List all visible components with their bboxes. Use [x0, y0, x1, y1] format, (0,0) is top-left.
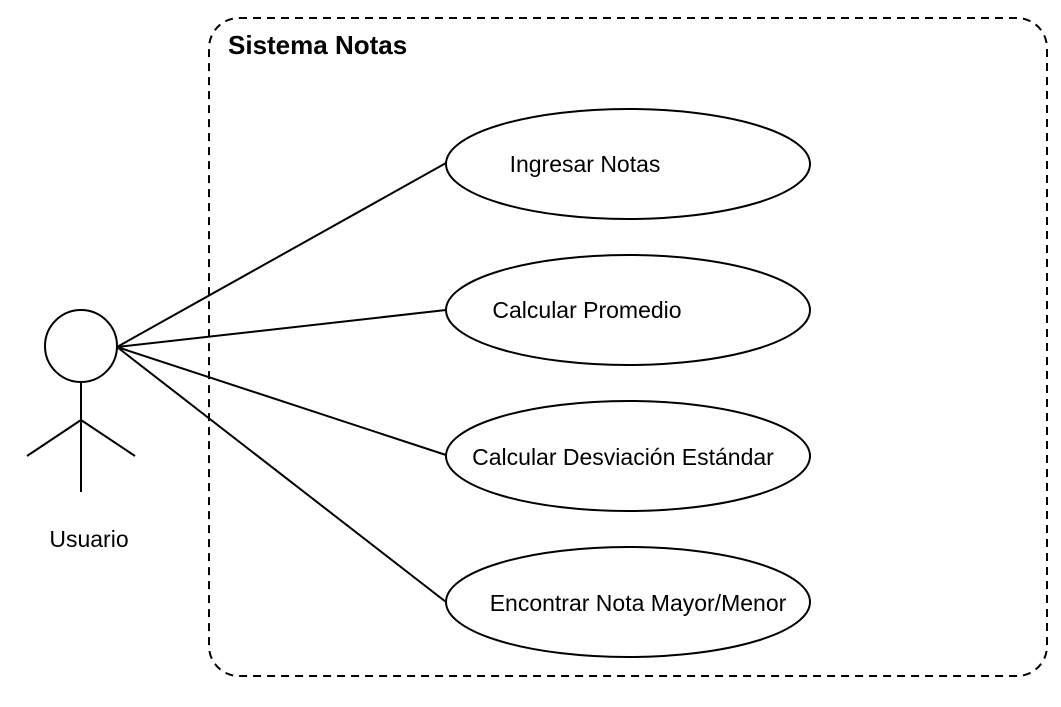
actor-head	[44, 309, 118, 383]
use-case-label: Calcular Promedio	[492, 297, 681, 323]
association-line-2	[116, 309, 447, 348]
use-case-1[interactable]: Ingresar Notas	[445, 108, 811, 220]
use-case-label: Ingresar Notas	[510, 151, 661, 177]
association-line-4	[116, 346, 447, 603]
association-line-1	[116, 162, 447, 348]
use-case-ellipse	[445, 254, 811, 366]
system-boundary-box	[208, 17, 1048, 677]
use-case-label: Calcular Desviación Estándar	[472, 444, 774, 470]
actor-label: Usuario	[49, 526, 128, 552]
actor-arm-right	[80, 419, 136, 457]
use-case-ellipse	[445, 108, 811, 220]
system-title: Sistema Notas	[228, 30, 407, 60]
association-line-3	[116, 346, 447, 456]
associations	[116, 162, 447, 603]
use-case-4[interactable]: Encontrar Nota Mayor/Menor	[445, 546, 811, 658]
actor-arm-left	[26, 419, 82, 457]
use-case-ellipse	[445, 546, 811, 658]
use-case-label: Encontrar Nota Mayor/Menor	[490, 590, 787, 616]
use-case-2[interactable]: Calcular Promedio	[445, 254, 811, 366]
actor-usuario[interactable]: Usuario	[26, 309, 136, 552]
system-boundary: Sistema Notas	[208, 17, 1048, 677]
use-case-ellipse	[445, 400, 811, 512]
use-case-3[interactable]: Calcular Desviación Estándar	[445, 400, 811, 512]
